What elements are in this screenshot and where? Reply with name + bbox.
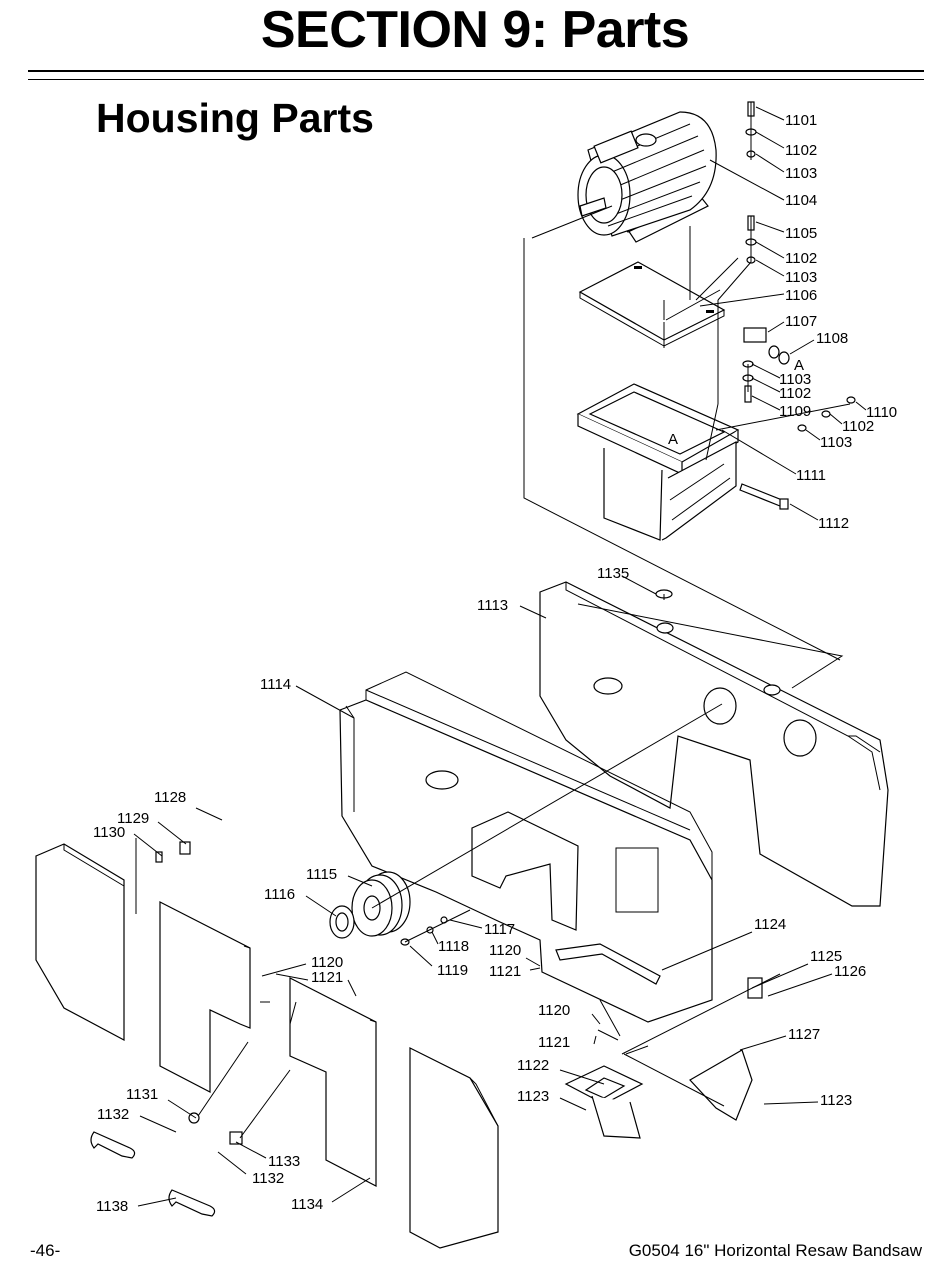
callout-1101: 1101 bbox=[785, 112, 817, 129]
title-rule-thin bbox=[28, 79, 924, 80]
callout-1113: 1113 bbox=[477, 597, 508, 614]
callout-1110: 1110 bbox=[866, 404, 897, 421]
callout-1127: 1127 bbox=[788, 1026, 820, 1043]
middle-door-illustration bbox=[159, 901, 251, 1093]
main-housing-illustration bbox=[339, 671, 713, 1023]
callout-1138: 1138 bbox=[96, 1198, 128, 1215]
left-door-illustration bbox=[35, 843, 125, 1041]
callout-1123: 1123 bbox=[517, 1088, 549, 1105]
callout-1121: 1121 bbox=[311, 969, 343, 986]
motor-plate-illustration bbox=[578, 261, 726, 347]
callout-1129: 1129 bbox=[117, 810, 149, 827]
callout-1115: 1115 bbox=[306, 866, 337, 883]
dust-chute-illustration bbox=[564, 973, 781, 1139]
callout-1133: 1133 bbox=[268, 1153, 300, 1170]
callout-1132: 1132 bbox=[252, 1170, 284, 1187]
callout-1122: 1122 bbox=[517, 1057, 549, 1074]
pulley-illustration bbox=[329, 703, 723, 939]
callout-1107: 1107 bbox=[785, 313, 817, 330]
callout-1102: 1102 bbox=[842, 418, 874, 435]
callout-1103: 1103 bbox=[785, 165, 817, 182]
callout-1118: 1118 bbox=[438, 938, 469, 955]
back-panel-illustration bbox=[539, 581, 889, 907]
motor-stand-illustration bbox=[576, 383, 740, 541]
callout-1134: 1134 bbox=[291, 1196, 323, 1213]
latch-hardware bbox=[155, 841, 763, 1145]
callout-1102: 1102 bbox=[779, 385, 811, 402]
leader-lines bbox=[133, 106, 867, 1207]
callout-1128: 1128 bbox=[154, 789, 186, 806]
callout-1114: 1114 bbox=[260, 676, 291, 693]
callout-1103: 1103 bbox=[785, 269, 817, 286]
page-subtitle: Housing Parts bbox=[96, 95, 374, 141]
callout-1112: 1112 bbox=[818, 515, 849, 532]
callout-1102: 1102 bbox=[785, 250, 817, 267]
callout-1123: 1123 bbox=[820, 1092, 852, 1109]
callout-1116: 1116 bbox=[264, 886, 295, 903]
callout-1130: 1130 bbox=[93, 824, 125, 841]
long-bolt-illustration bbox=[739, 483, 789, 510]
footer-model: G0504 16" Horizontal Resaw Bandsaw bbox=[628, 1241, 922, 1260]
callout-a: A bbox=[668, 431, 678, 448]
callout-1103: 1103 bbox=[820, 434, 852, 451]
callout-1104: 1104 bbox=[785, 192, 817, 209]
page-number: -46- bbox=[30, 1241, 61, 1260]
callout-1119: 1119 bbox=[437, 962, 468, 979]
callout-1121: 1121 bbox=[489, 963, 521, 980]
callout-1102: 1102 bbox=[785, 142, 817, 159]
callout-1108: 1108 bbox=[816, 330, 848, 347]
right-door-illustration bbox=[409, 1047, 499, 1249]
handle-illustration bbox=[90, 1131, 216, 1217]
callout-1105: 1105 bbox=[785, 225, 817, 242]
callout-1109: 1109 bbox=[779, 403, 811, 420]
title-rule-thick bbox=[28, 70, 924, 72]
callout-1131: 1131 bbox=[126, 1086, 158, 1103]
callout-1132: 1132 bbox=[97, 1106, 129, 1123]
callout-1106: 1106 bbox=[785, 287, 817, 304]
callout-1120: 1120 bbox=[538, 1002, 570, 1019]
callout-1121: 1121 bbox=[538, 1034, 570, 1051]
callout-1120: 1120 bbox=[311, 954, 343, 971]
assembly-line bbox=[523, 102, 851, 661]
front-door-illustration bbox=[289, 977, 377, 1187]
section-title: SECTION 9: Parts bbox=[260, 1, 690, 59]
callout-1111: 1111 bbox=[796, 467, 826, 484]
callout-1124: 1124 bbox=[754, 916, 786, 933]
callout-1126: 1126 bbox=[834, 963, 866, 980]
callout-a: A bbox=[794, 357, 804, 374]
callout-1103: 1103 bbox=[779, 371, 811, 388]
fastener-row bbox=[400, 909, 471, 946]
motor-illustration bbox=[577, 111, 717, 243]
callout-1117: 1117 bbox=[484, 921, 515, 938]
callout-1135: 1135 bbox=[597, 565, 629, 582]
callout-1125: 1125 bbox=[810, 948, 842, 965]
callout-1120: 1120 bbox=[489, 942, 521, 959]
